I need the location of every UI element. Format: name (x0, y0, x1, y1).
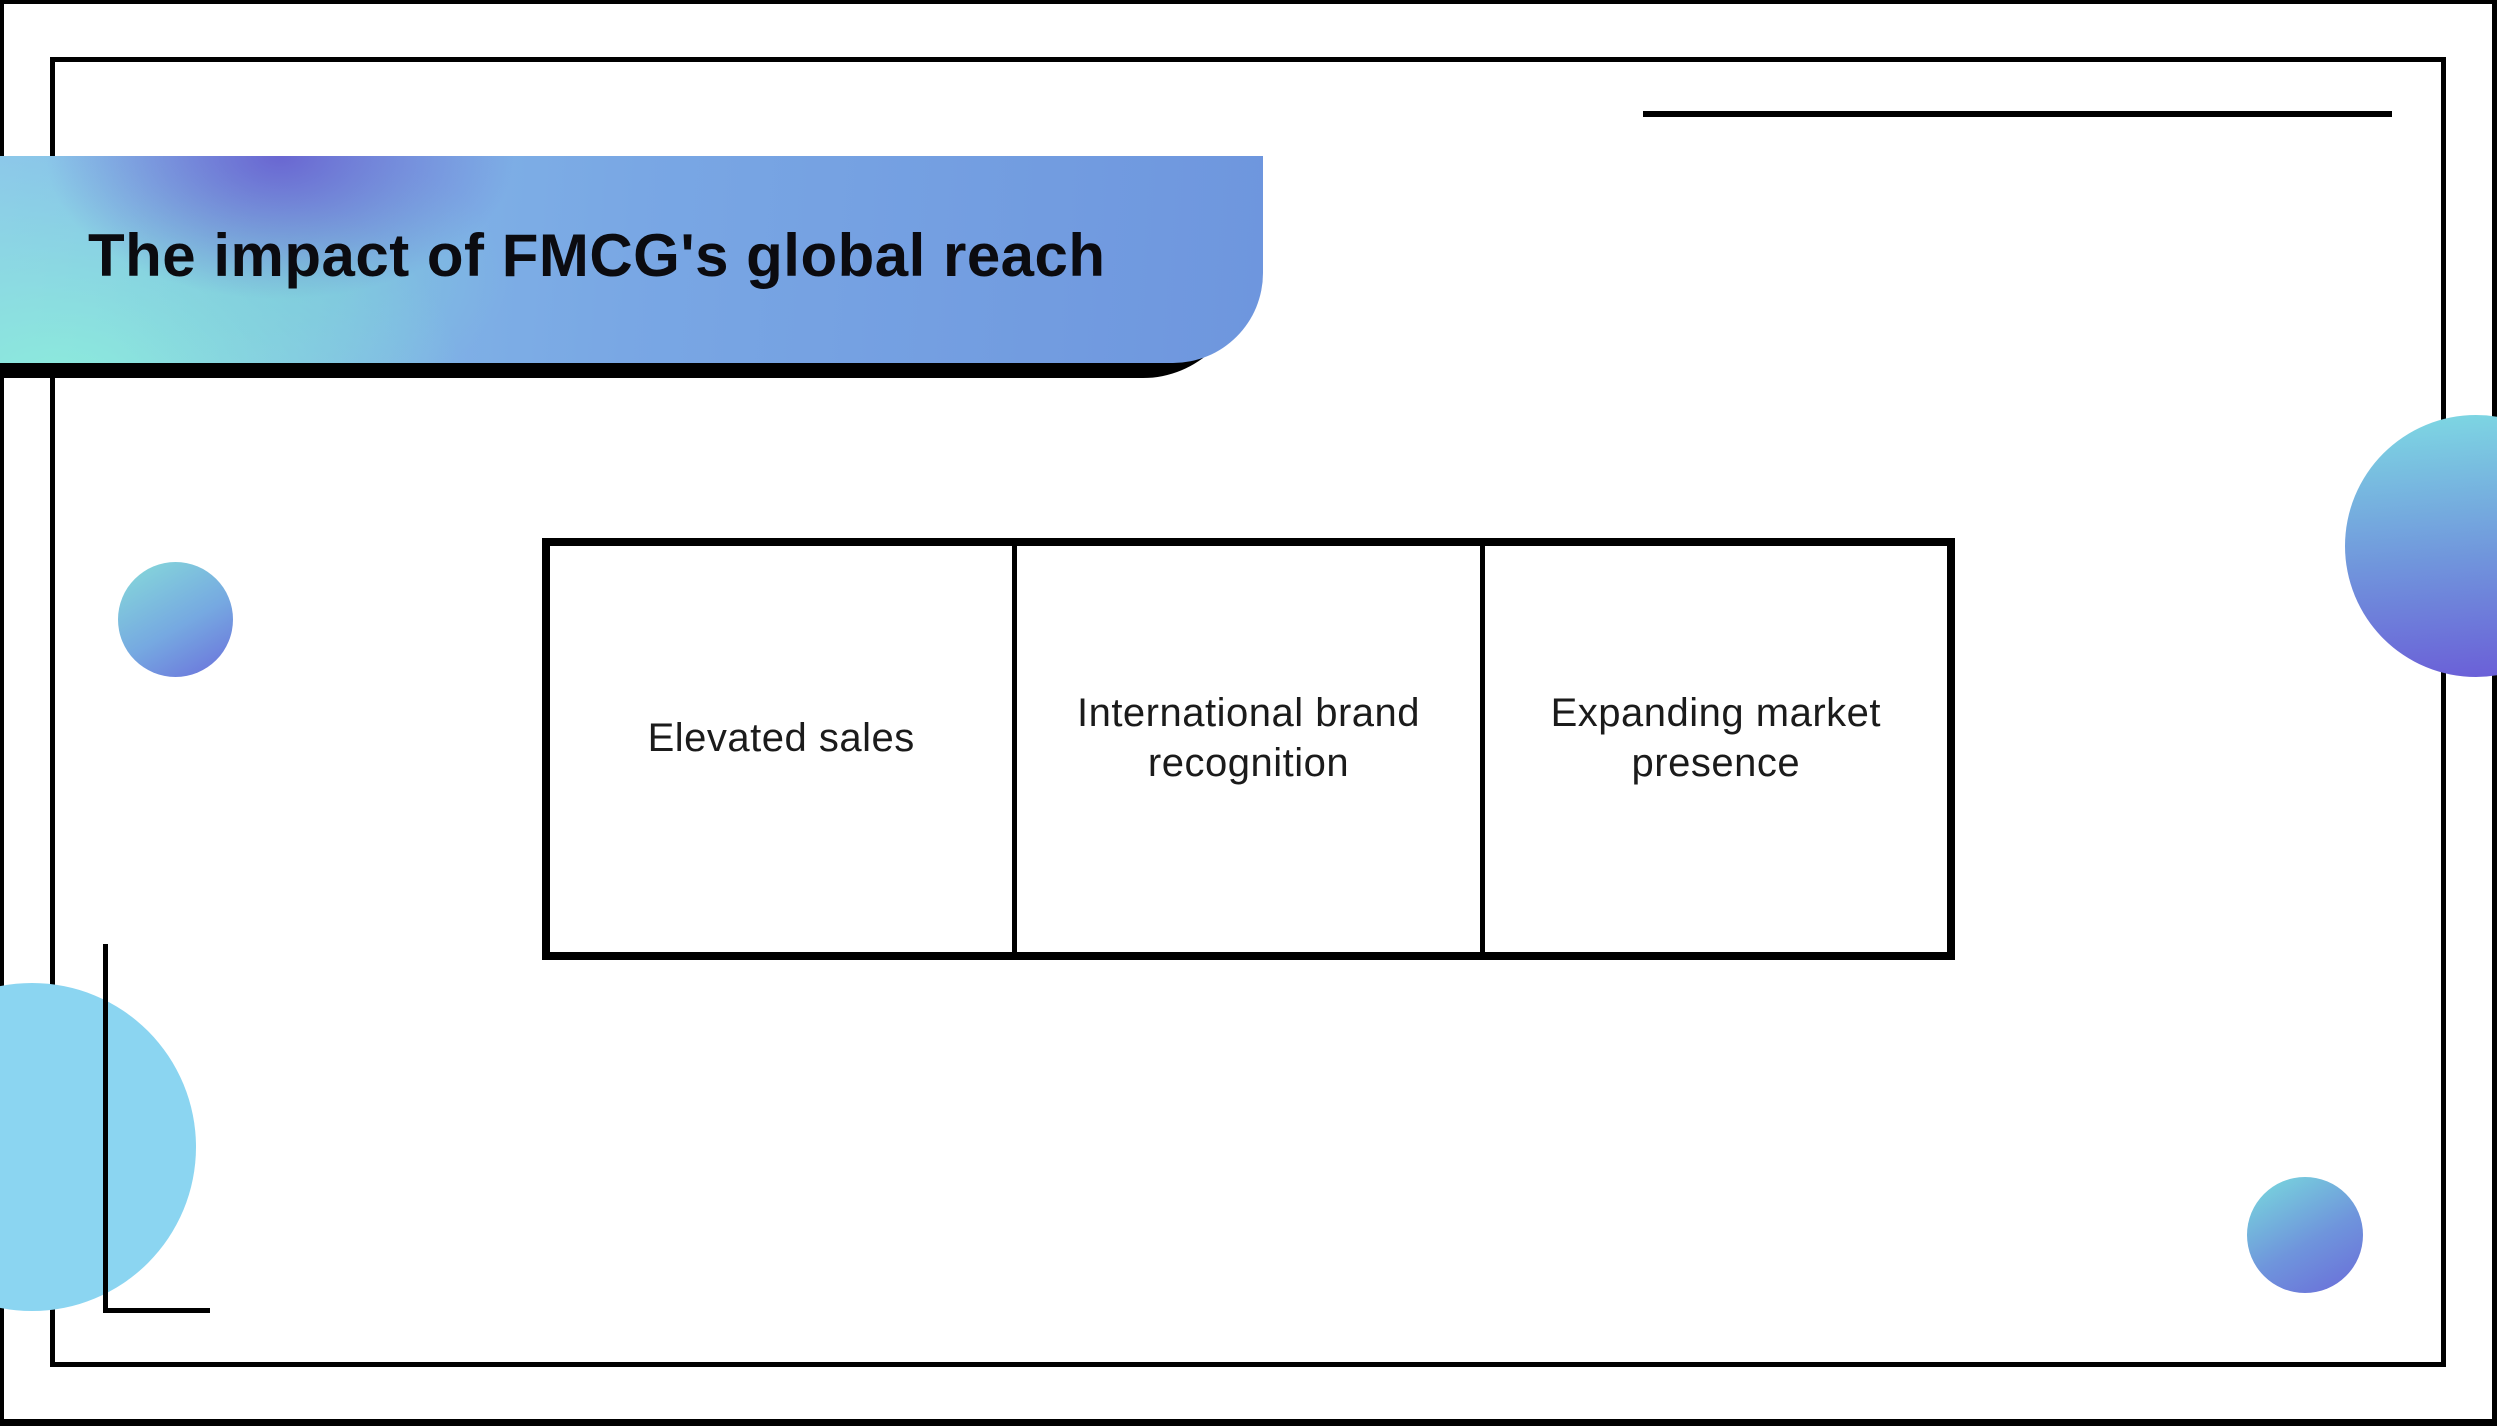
impact-box-brand-recognition: International brand recognition (1012, 546, 1479, 952)
outer-border-bottom (0, 1419, 2497, 1426)
top-right-accent-line (1643, 111, 2392, 117)
l-shape-accent (103, 944, 210, 1313)
outer-border-left (0, 0, 4, 1426)
outer-border-top (0, 0, 2497, 4)
outer-border-right (2492, 0, 2497, 1426)
impact-box-label: International brand recognition (1076, 691, 1421, 785)
title-banner: The impact of FMCG's global reach (0, 156, 1263, 363)
bottom-right-circle-decoration (2247, 1177, 2363, 1293)
impact-box-label: Expanding market presence (1550, 691, 1882, 785)
inner-frame (50, 57, 2446, 1367)
slide-title: The impact of FMCG's global reach (88, 222, 1106, 289)
impact-box-elevated-sales: Elevated sales (550, 546, 1012, 952)
impact-boxes-row: Elevated sales International brand recog… (542, 538, 1955, 960)
top-left-circle-decoration (118, 562, 233, 677)
impact-box-market-presence: Expanding market presence (1479, 546, 1947, 952)
impact-box-label: Elevated sales (647, 716, 915, 760)
